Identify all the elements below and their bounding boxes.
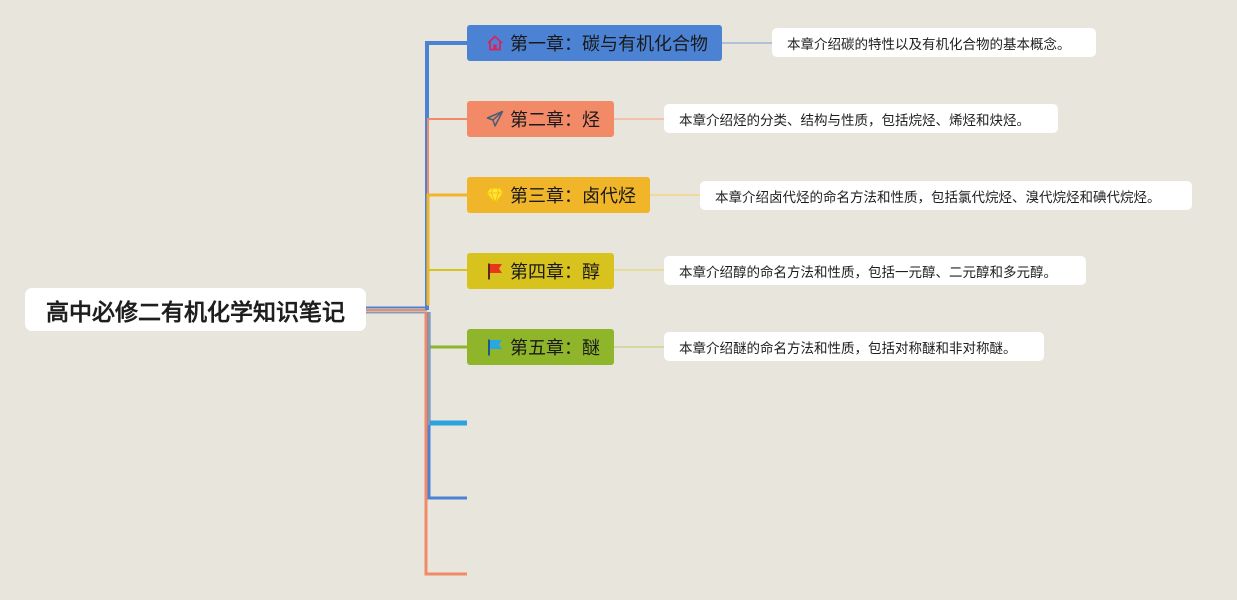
chapter-4-note-text: 本章介绍醇的命名方法和性质，包括一元醇、二元醇和多元醇。 — [679, 264, 1057, 281]
chapter-3-note[interactable]: 本章介绍卤代烃的命名方法和性质，包括氯代烷烃、溴代烷烃和碘代烷烃。 — [700, 181, 1192, 210]
chapter-1-note-text: 本章介绍碳的特性以及有机化合物的基本概念。 — [787, 36, 1071, 53]
chapter-4-node[interactable]: 第四章：醇 — [467, 253, 614, 289]
chapter-5-note-text: 本章介绍醚的命名方法和性质，包括对称醚和非对称醚。 — [679, 340, 1017, 357]
chapter-3-note-text: 本章介绍卤代烃的命名方法和性质，包括氯代烷烃、溴代烷烃和碘代烷烃。 — [715, 189, 1161, 206]
house-icon — [485, 33, 505, 53]
blue-flag-icon — [485, 337, 505, 357]
branch-chapter-2 — [427, 118, 467, 306]
chapter-1-label: 第一章：碳与有机化合物 — [510, 34, 708, 55]
chapter-1-note[interactable]: 本章介绍碳的特性以及有机化合物的基本概念。 — [772, 28, 1096, 57]
chapter-3-label: 第三章：卤代烃 — [510, 186, 636, 207]
empty-branch-1 — [425, 312, 467, 426]
paper-plane-icon — [485, 109, 505, 129]
empty-branch-2 — [427, 312, 467, 500]
chapter-5-label: 第五章：醚 — [510, 338, 600, 359]
chapter-5-node[interactable]: 第五章：醚 — [467, 329, 614, 365]
chapter-2-label: 第二章：烃 — [510, 110, 600, 131]
branch-chapter-3 — [426, 193, 467, 305]
chapter-2-note[interactable]: 本章介绍烃的分类、结构与性质，包括烷烃、烯烃和炔烃。 — [664, 104, 1058, 133]
branch-chapter-5 — [426, 312, 467, 349]
chapter-4-label: 第四章：醇 — [510, 262, 600, 283]
chapter-2-node[interactable]: 第二章：烃 — [467, 101, 614, 137]
red-flag-icon — [485, 261, 505, 281]
chapter-1-node[interactable]: 第一章：碳与有机化合物 — [467, 25, 722, 61]
root-title: 高中必修二有机化学知识笔记 — [46, 299, 345, 326]
chapter-2-note-text: 本章介绍烃的分类、结构与性质，包括烷烃、烯烃和炔烃。 — [679, 112, 1030, 129]
diamond-icon — [485, 185, 505, 205]
empty-branch-3 — [424, 312, 467, 576]
root-node[interactable]: 高中必修二有机化学知识笔记 — [25, 288, 366, 331]
chapter-5-note[interactable]: 本章介绍醚的命名方法和性质，包括对称醚和非对称醚。 — [664, 332, 1044, 361]
chapter-4-note[interactable]: 本章介绍醇的命名方法和性质，包括一元醇、二元醇和多元醇。 — [664, 256, 1086, 285]
chapter-3-node[interactable]: 第三章：卤代烃 — [467, 177, 650, 213]
